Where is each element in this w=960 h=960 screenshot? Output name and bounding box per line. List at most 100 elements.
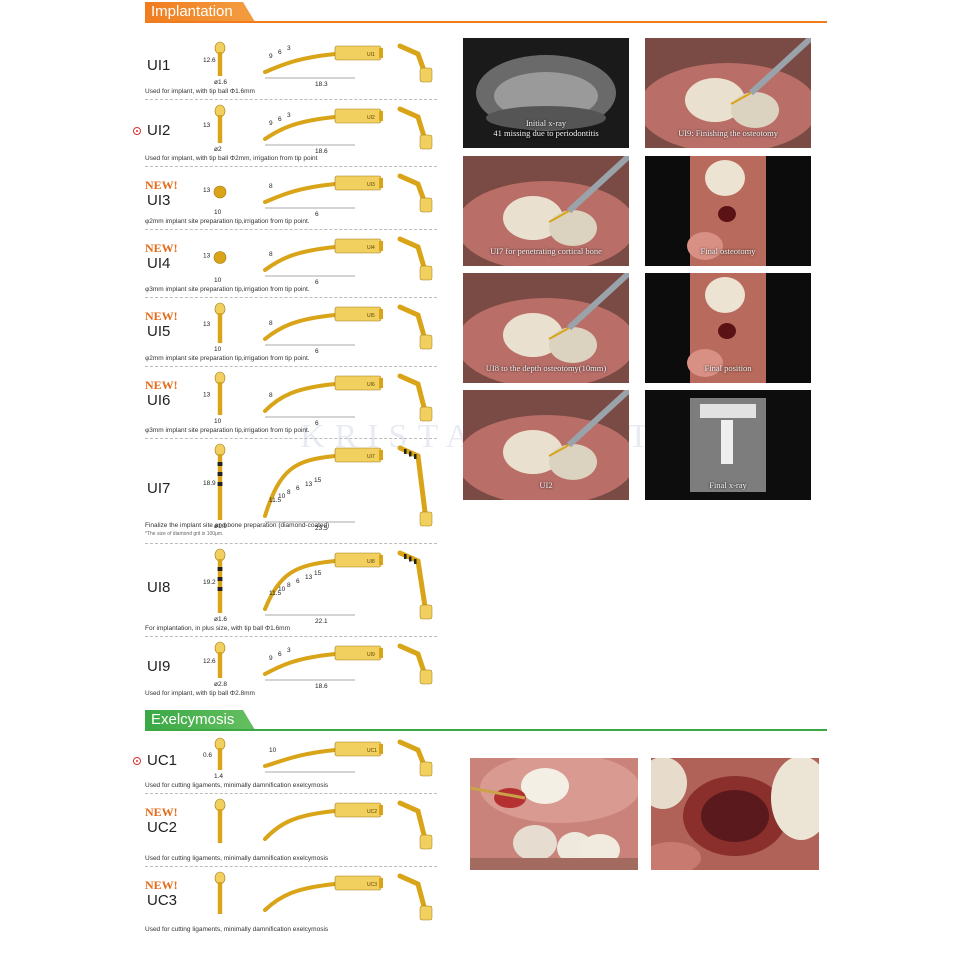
dimension-label: 12.6 — [203, 658, 216, 665]
dimension-label: 13 — [203, 187, 211, 194]
dimension-label: 12.6 — [203, 57, 216, 64]
dimension-label: 13 — [305, 574, 313, 581]
dimension-label: 8 — [269, 320, 273, 327]
dimension-label: 3 — [287, 112, 291, 119]
row-divider — [145, 636, 437, 637]
product-description: For implantation, in plus size, with tip… — [145, 625, 290, 632]
product-name: UI1 — [147, 57, 171, 74]
dimension-label: 6 — [278, 651, 282, 658]
product-name: UI4 — [147, 255, 171, 272]
dimension-label: 6 — [315, 348, 319, 353]
clinical-photo-image — [645, 390, 811, 500]
dimension-label: 8 — [269, 392, 273, 399]
dimension-label: 15 — [314, 477, 322, 484]
product-description: Used for implant, with tip ball Φ2mm, ir… — [145, 155, 318, 162]
dimension-label: 23.5 — [315, 525, 328, 530]
tip-label-text: UI6 — [367, 382, 375, 388]
row-divider — [145, 438, 437, 439]
row-divider — [145, 543, 437, 544]
product-description: φ3mm implant site preparation tip,irriga… — [145, 427, 310, 434]
dimension-label: 18.6 — [315, 148, 328, 153]
dimension-label: 6 — [296, 485, 300, 492]
product-description: φ2mm implant site preparation tip,irriga… — [145, 355, 310, 362]
product-description: Used for implant, with tip ball Φ1.6mm — [145, 88, 255, 95]
uc-photo-2-image — [651, 758, 819, 870]
tip-label-text: UI7 — [367, 454, 375, 460]
new-badge: NEW! — [145, 378, 178, 392]
dimension-label: ø1.6 — [214, 79, 227, 86]
product-name: UI7 — [147, 480, 171, 497]
row-divider — [145, 99, 437, 100]
row-divider — [145, 229, 437, 230]
implantation-rule — [145, 21, 827, 23]
dimension-label: 13 — [203, 321, 211, 328]
dimension-label: 6 — [278, 49, 282, 56]
recommended-marker-icon — [133, 127, 141, 135]
dimension-label: ø1.6 — [214, 616, 227, 623]
dimension-label: 10 — [278, 493, 286, 500]
dimension-label: 3 — [287, 45, 291, 52]
clinical-photo-8: Final x-ray — [645, 390, 811, 500]
dimension-label: 11.5 — [269, 497, 282, 504]
clinical-photo-3: UI7 for penetrating cortical bone — [463, 156, 629, 266]
dimension-label: 10 — [214, 346, 222, 353]
implantation-tab-notch — [243, 2, 255, 22]
new-badge: NEW! — [145, 805, 178, 819]
product-description: Used for implant, with tip ball Φ2.8mm — [145, 690, 255, 697]
new-badge: NEW! — [145, 878, 178, 892]
dimension-label: 13 — [203, 392, 211, 399]
dimension-label: 9 — [269, 120, 273, 127]
product-name: UC2 — [147, 819, 178, 836]
photo-caption: UI9: Finishing the osteotomy — [678, 128, 778, 138]
dimension-label: 13 — [203, 253, 211, 260]
exelcymosis-section-tab: Exelcymosis — [145, 710, 243, 730]
dimension-label: 13 — [305, 481, 313, 488]
uc-photo-1-image — [470, 758, 638, 870]
product-name: UC1 — [147, 752, 178, 769]
photo-caption: Final osteotomy — [700, 246, 756, 256]
dimension-label: 18.3 — [315, 81, 328, 86]
dimension-label: 10 — [214, 209, 222, 216]
row-divider — [145, 793, 437, 794]
dimension-label: 15 — [314, 570, 322, 577]
new-badge: NEW! — [145, 309, 178, 323]
clinical-photo-image — [645, 38, 811, 148]
dimension-label: 11.5 — [269, 590, 282, 597]
dimension-label: 19.2 — [203, 579, 216, 586]
photo-caption: Final x-ray — [709, 480, 747, 490]
clinical-photo-7: UI2 — [463, 390, 629, 500]
dimension-label: 10 — [214, 277, 222, 284]
dimension-label: 8 — [269, 183, 273, 190]
clinical-photo-image — [645, 273, 811, 383]
exelcymosis-rule — [145, 729, 827, 731]
dimension-label: 6 — [296, 578, 300, 585]
dimension-label: 22.1 — [315, 618, 328, 623]
dimension-label: 18.9 — [203, 480, 216, 487]
product-note: *The size of diamond grit is 100μm. — [145, 531, 224, 537]
exelcymosis-tab-notch — [243, 710, 255, 730]
tip-label-text: UC1 — [367, 748, 377, 754]
new-badge: NEW! — [145, 178, 178, 192]
uc-clinical-photo-1 — [470, 758, 638, 870]
dimension-label: 8 — [287, 582, 291, 589]
dimension-label: 0.6 — [203, 752, 212, 759]
recommended-marker-icon — [133, 757, 141, 765]
exelcymosis-title: Exelcymosis — [151, 711, 235, 728]
dimension-label: 10 — [278, 586, 286, 593]
product-description: Used for cutting ligaments, minimally da… — [145, 782, 329, 789]
product-description: Finalize the implant site and bone prepa… — [145, 522, 330, 529]
dimension-label: ø2 — [214, 146, 222, 153]
dimension-label: 18.6 — [315, 683, 328, 688]
